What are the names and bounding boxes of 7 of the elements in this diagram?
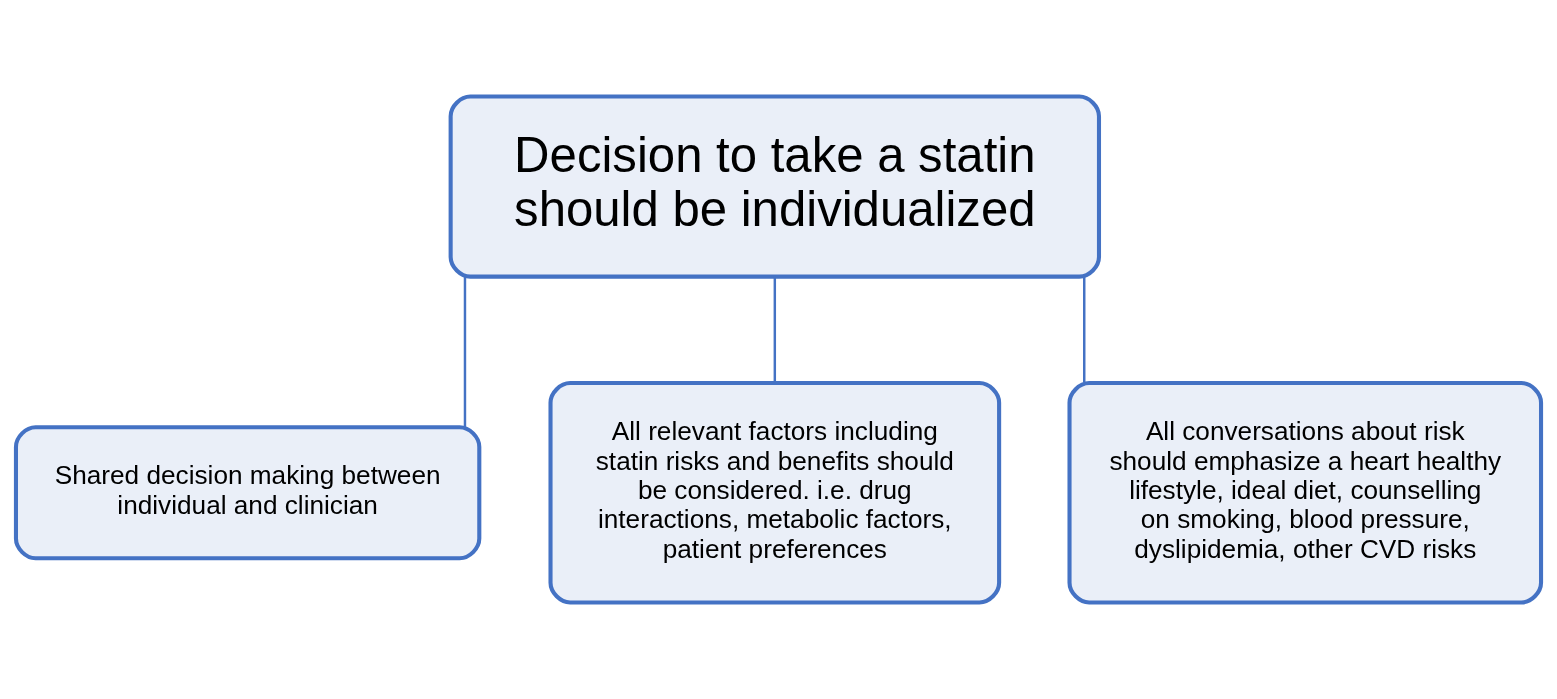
node-box: Decision to take a statin should be individualized — [448, 94, 1102, 279]
connector — [463, 276, 467, 427]
node-box: All relevant factors including statin risks and benefits should be considered. i.e. drug interactions, metabolic factors, patient preferences — [548, 381, 1002, 605]
connector — [1083, 276, 1086, 383]
node-box: Shared decision making between individual and clinician — [13, 425, 482, 561]
node-box: All conversations about risk should emphasize a heart healthy lifestyle, ideal diet, counselling on smoking, blood pressure, dyslipidemia, other CVD risks — [1067, 381, 1544, 605]
connector — [773, 276, 777, 383]
